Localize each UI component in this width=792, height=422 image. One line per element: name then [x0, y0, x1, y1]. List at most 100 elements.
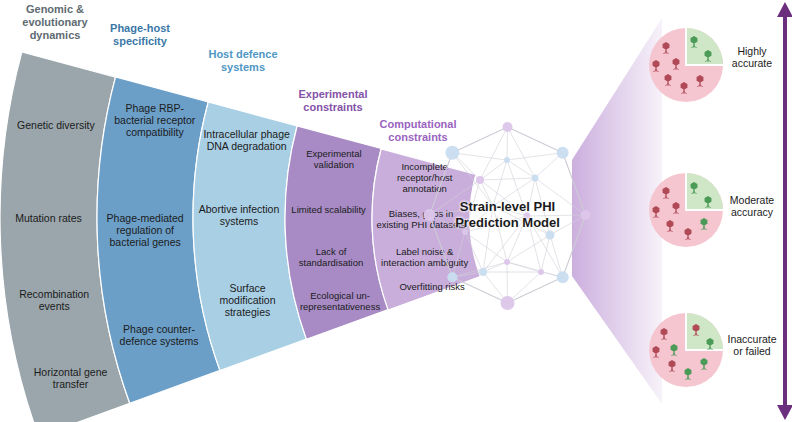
band-heading: Experimental constraints	[288, 88, 378, 114]
network-link	[541, 235, 550, 272]
pie-quadrant	[686, 28, 723, 65]
phage-icon	[653, 60, 660, 72]
network-link	[465, 232, 483, 272]
phage-icon	[667, 220, 674, 232]
network-ring	[430, 127, 586, 303]
network-dot	[501, 296, 515, 310]
phage-icon	[691, 36, 698, 48]
band-item: Experimental validation	[289, 149, 379, 171]
network-link	[493, 160, 507, 206]
network-link	[452, 277, 507, 303]
model-title: Strain-level PHI Prediction Model	[449, 199, 567, 230]
network-link	[452, 153, 493, 206]
network-dot	[445, 146, 459, 160]
output-cone	[572, 18, 662, 404]
accuracy-label: Inaccurate or failed	[724, 333, 780, 357]
network-link	[507, 160, 535, 178]
network-link	[507, 262, 541, 272]
network-link	[507, 262, 563, 277]
pie-base	[649, 313, 723, 387]
network-link	[430, 153, 453, 215]
network-link	[507, 235, 550, 262]
phage-icon	[663, 187, 670, 199]
network-link	[452, 232, 465, 277]
network-dot	[546, 231, 555, 240]
band-item: Intracellular phage DNA degradation	[202, 128, 292, 152]
phage-icon	[653, 346, 660, 358]
band-item: Ecological un-representativeness	[295, 291, 385, 313]
network-dot	[447, 272, 457, 282]
network-link	[483, 272, 541, 273]
network-dot	[581, 210, 591, 220]
band-item: Biases, gaps in existing PHI datasets	[375, 209, 467, 231]
network-link	[563, 153, 586, 215]
band-item: Limited scalability	[284, 205, 374, 216]
network-dot	[503, 122, 513, 132]
phage-icon	[653, 206, 660, 218]
network-dot	[557, 271, 569, 283]
accuracy-double-arrow	[777, 2, 792, 420]
band-item: Mutation rates	[4, 212, 94, 224]
pie-divider	[686, 313, 723, 350]
phage-icon	[669, 360, 676, 372]
accuracy-label: Highly accurate	[724, 45, 780, 69]
pie-quadrant	[686, 173, 723, 210]
network-dot	[504, 259, 510, 265]
band-item: Phage counter-defence systems	[113, 323, 205, 347]
phage-icon	[673, 58, 680, 70]
phage-icon	[661, 328, 668, 340]
phage-icon	[705, 50, 712, 62]
outcome-pie	[649, 28, 723, 102]
band-heading: Phage-host specificity	[98, 22, 183, 48]
outcome-pie	[649, 173, 723, 247]
network-link	[550, 235, 563, 277]
phage-icon	[671, 344, 678, 356]
pie-base	[649, 28, 723, 102]
phage-icon	[685, 368, 692, 380]
phage-icon	[673, 202, 680, 214]
network-dot	[532, 175, 539, 182]
network-link	[508, 127, 563, 153]
phage-icon	[701, 218, 708, 230]
phage-icon	[691, 182, 698, 194]
band-item: Phage RBP-bacterial receptor compatibili…	[109, 102, 201, 138]
band-item: Phage-mediated regulation of bacterial g…	[99, 212, 191, 248]
pie-divider	[686, 28, 723, 65]
band-heading: Genomic & evolutionary dynamics	[5, 3, 105, 43]
phage-icon	[685, 228, 692, 240]
network-link	[480, 160, 507, 180]
network-link	[507, 153, 563, 160]
network-dot	[538, 269, 544, 275]
network-link	[508, 277, 563, 303]
phage-icon	[693, 324, 700, 336]
network-link	[508, 127, 536, 178]
phage-icon	[701, 358, 708, 370]
network-dot	[424, 209, 436, 221]
network-dot	[504, 157, 510, 163]
band-item: Incomplete receptor/host annotation	[379, 162, 471, 195]
band-item: Horizontal gene transfer	[26, 366, 116, 390]
band-item: Label noise & interaction ambiguity	[379, 247, 471, 269]
pie-quadrant	[686, 313, 723, 350]
band-heading: Computational constraints	[368, 118, 468, 144]
network-dot	[479, 268, 487, 276]
arrow-shaft	[783, 14, 787, 408]
network-link	[563, 215, 586, 277]
arrow-head	[777, 405, 792, 420]
accuracy-label: Moderate accuracy	[724, 194, 780, 218]
network-dot	[476, 176, 484, 184]
network-link	[452, 127, 507, 153]
phage-icon	[681, 82, 688, 94]
arrow-head	[777, 2, 792, 17]
network-link	[452, 153, 507, 160]
phage-icon	[697, 75, 704, 87]
pie-base	[649, 173, 723, 247]
pie-divider	[686, 173, 723, 210]
band-item: Recombination events	[9, 288, 99, 312]
band-item: Abortive infection systems	[194, 203, 284, 227]
band-heading: Host defence systems	[201, 48, 286, 74]
phage-icon	[663, 42, 670, 54]
band-item: Surface modification strategies	[202, 282, 292, 318]
model-network: Strain-level PHI Prediction Model	[425, 120, 590, 310]
